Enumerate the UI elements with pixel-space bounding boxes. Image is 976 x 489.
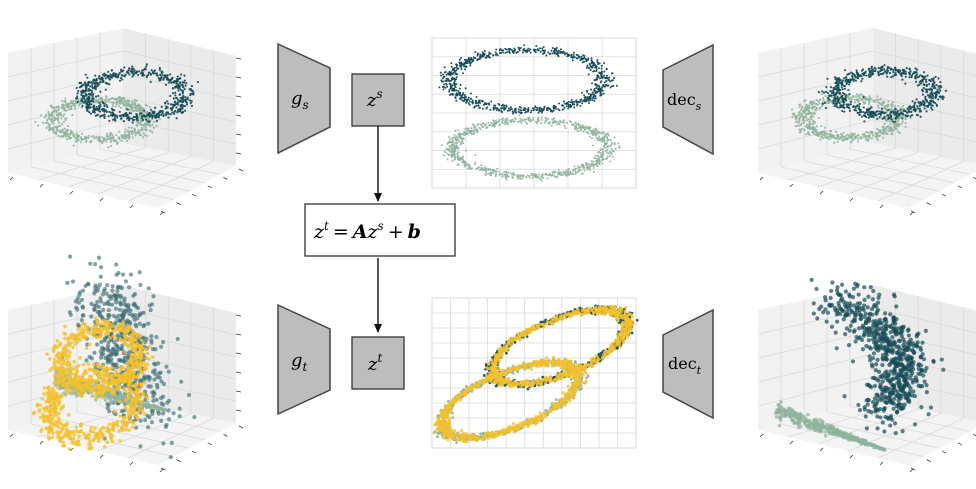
target-reconstruction-3d-plot xyxy=(757,277,976,473)
latent-zs-label: zs xyxy=(366,87,383,111)
source-latent-scatter xyxy=(431,37,637,189)
decoder-decs-label: decs xyxy=(667,90,702,113)
target-latent-scatter xyxy=(431,297,639,449)
affine-transform-equation: zt=Azs+b xyxy=(313,219,421,243)
decoder-dect-block: dect xyxy=(662,308,714,420)
decoder-decs-block: decs xyxy=(662,43,714,156)
affine-transform-box: zt=Azs+b xyxy=(304,203,456,257)
decoder-dect-label: dect xyxy=(668,354,702,377)
source-reconstruction-3d-plot xyxy=(757,28,976,216)
latent-zs-box: zs xyxy=(351,73,405,127)
encoder-gt-label: gt xyxy=(291,350,308,374)
encoder-gs-label: gs xyxy=(291,88,309,112)
target-input-3d-plot xyxy=(7,254,244,473)
encoder-gs-block: gs xyxy=(277,42,331,155)
latent-zt-box: zt xyxy=(351,336,405,390)
latent-zt-label: zt xyxy=(367,351,382,375)
encoder-gt-block: gt xyxy=(277,303,331,416)
source-input-3d-plot xyxy=(7,28,244,216)
